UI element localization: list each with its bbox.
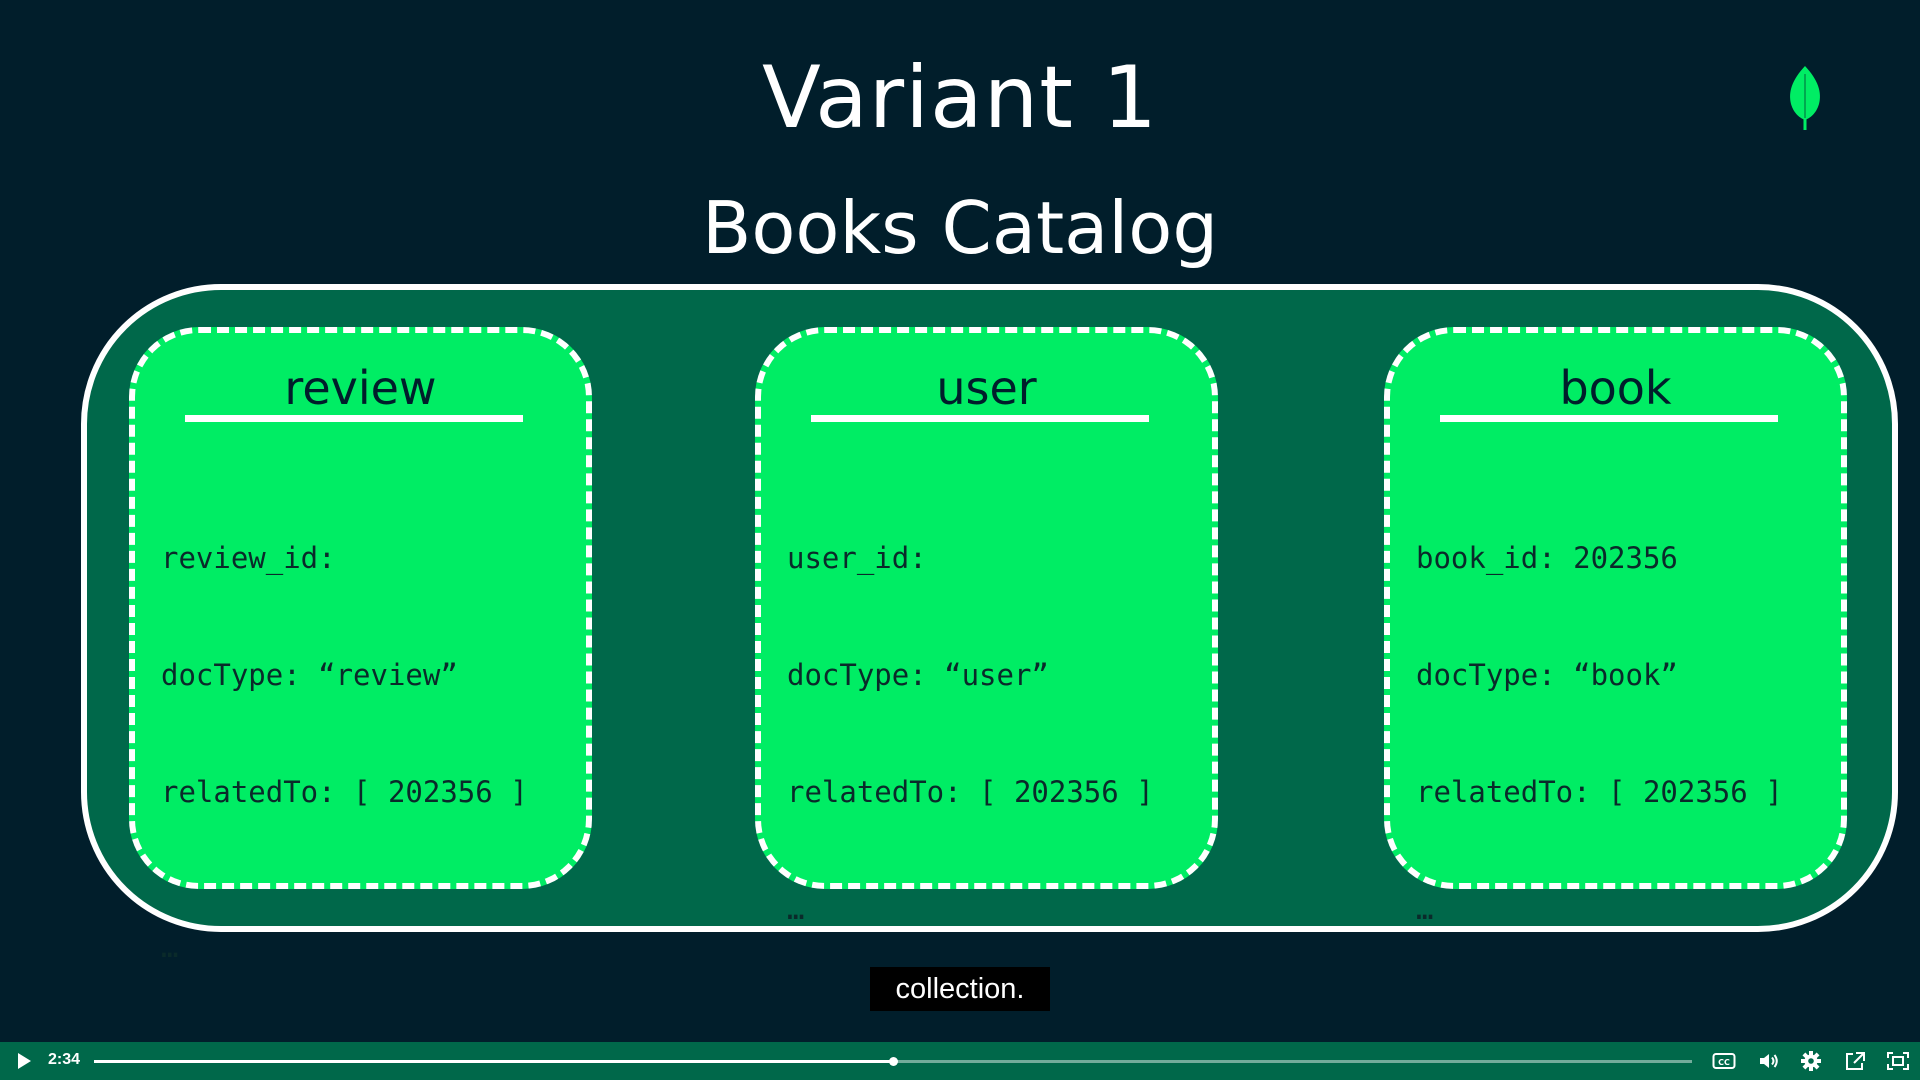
field-line: user_id: xyxy=(787,541,927,575)
field-line: book_id: 202356 xyxy=(1416,541,1678,575)
mongodb-leaf-icon xyxy=(1790,66,1820,130)
card-divider xyxy=(1440,415,1778,422)
document-card-user: user user_id: docType: “user” relatedTo:… xyxy=(755,327,1218,926)
field-line: relatedTo: [ 202356 ] xyxy=(1416,775,1783,809)
closed-captions-icon[interactable]: CC xyxy=(1712,1050,1736,1072)
field-line: relatedTo: [ 202356 ] xyxy=(161,775,528,809)
progress-handle[interactable] xyxy=(889,1057,898,1066)
field-ellipsis: … xyxy=(787,892,805,926)
field-line: docType: “review” xyxy=(161,658,458,692)
settings-gear-icon[interactable] xyxy=(1799,1050,1823,1072)
field-ellipsis: … xyxy=(161,930,179,964)
fullscreen-icon[interactable] xyxy=(1886,1050,1910,1072)
document-card-book: book book_id: 202356 docType: “book” rel… xyxy=(1384,327,1847,926)
card-fields: review_id: docType: “review” relatedTo: … xyxy=(161,461,528,1045)
slide-subtitle: Books Catalog xyxy=(701,186,1219,270)
subtitle-caption: collection. xyxy=(870,967,1050,1011)
volume-icon[interactable] xyxy=(1757,1050,1781,1072)
card-title: user xyxy=(936,361,1037,415)
time-display: 2:34 xyxy=(48,1051,81,1068)
share-icon[interactable] xyxy=(1843,1050,1867,1072)
slide-title: Variant 1 xyxy=(761,48,1159,148)
card-title: book xyxy=(1559,361,1672,415)
card-divider xyxy=(811,415,1149,422)
document-card-review: review review_id: docType: “review” rela… xyxy=(129,327,592,964)
card-divider xyxy=(185,415,523,422)
play-icon[interactable] xyxy=(14,1051,34,1071)
progress-fill xyxy=(94,1060,893,1063)
video-control-bar: 2:34 CC xyxy=(0,1042,1920,1080)
card-title: review xyxy=(284,361,437,415)
field-ellipsis: … xyxy=(1416,892,1434,926)
field-line: docType: “book” xyxy=(1416,658,1678,692)
field-line: review_id: xyxy=(161,541,336,575)
field-line: docType: “user” xyxy=(787,658,1049,692)
progress-bar[interactable] xyxy=(94,1057,1692,1066)
svg-text:CC: CC xyxy=(1718,1058,1730,1067)
card-fields: user_id: docType: “user” relatedTo: [ 20… xyxy=(787,461,1154,1007)
field-line: relatedTo: [ 202356 ] xyxy=(787,775,1154,809)
card-fields: book_id: 202356 docType: “book” relatedT… xyxy=(1416,461,1783,1007)
